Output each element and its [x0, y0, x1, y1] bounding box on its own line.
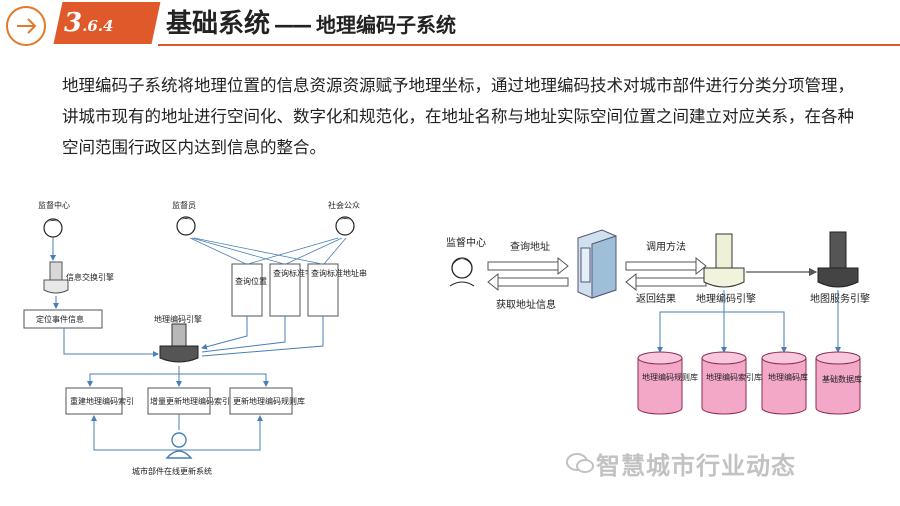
right-geocode-engine-label: 地理编码引擎 — [696, 292, 756, 305]
right-geocode-diagram: 监督中心 查询地址 获取地址信息 调用方法 返回结果 地理编码引擎 — [446, 229, 870, 415]
section-number: 3.6.4 — [64, 8, 154, 40]
description-text: 地理编码子系统将地理位置的信息资源资源赋予地理坐标，通过地理编码技术对城市部件进… — [62, 76, 854, 157]
query-position-label: 查询位置 — [235, 276, 267, 286]
title-dash: —— — [274, 13, 312, 37]
query-standard-address-label: 查询标准地址串 — [311, 268, 367, 278]
title-sub: 地理编码子系统 — [316, 13, 457, 37]
page-title: 基础系统——地理编码子系统 — [166, 6, 456, 42]
database-icon — [761, 351, 807, 415]
get-address-info-label: 获取地址信息 — [496, 298, 556, 311]
db-index-label: 地理编码索引库 — [706, 372, 762, 382]
database-icon — [815, 351, 861, 415]
public-person-icon — [335, 216, 355, 236]
arrow-right-icon — [17, 18, 37, 34]
db-geocode-label: 地理编码库 — [768, 372, 808, 382]
return-result-label: 返回结果 — [636, 292, 676, 305]
left-public-label: 社会公众 — [328, 200, 360, 210]
right-supervision-center-label: 监督中心 — [446, 236, 486, 249]
map-service-engine-icon — [817, 231, 859, 288]
description-paragraph: 地理编码子系统将地理位置的信息资源资源赋予地理坐标，通过地理编码技术对城市部件进… — [62, 70, 862, 163]
map-service-engine-label: 地图服务引擎 — [810, 292, 870, 305]
query-standard-string-box — [269, 263, 301, 317]
update-rules-label: 更新地理编码规则库 — [233, 396, 305, 406]
left-supervision-center-label: 监督中心 — [38, 200, 70, 210]
db-rules-label: 地理编码规则库 — [642, 372, 698, 382]
database-icon — [637, 351, 683, 415]
database-icon — [701, 351, 747, 415]
rebuild-index-box — [65, 387, 123, 415]
left-geocode-diagram: 监督中心 监督员 社会公众 信息交换引擎 定位事件信息 查询位置 查询标准字符串… — [23, 200, 367, 476]
header-underline — [158, 44, 900, 46]
section-number-major: 3 — [64, 8, 83, 38]
incremental-update-label: 增量更新地理编码索引 — [150, 396, 230, 406]
call-method-arrow — [625, 256, 707, 276]
supervisor-person-icon — [176, 216, 196, 236]
exchange-engine-icon — [43, 261, 69, 294]
locate-event-box — [23, 309, 103, 329]
return-result-arrow — [625, 272, 707, 292]
online-update-system-label: 城市部件在线更新系统 — [132, 466, 212, 476]
right-geocode-engine-icon — [703, 233, 745, 288]
query-address-arrow — [487, 256, 569, 276]
left-geocode-engine-label: 地理编码引擎 — [154, 314, 202, 324]
query-standard-string-label: 查询标准字符串 — [273, 268, 329, 278]
exchange-engine-label: 信息交换引擎 — [66, 272, 114, 282]
rebuild-index-label: 重建地理编码索引 — [70, 396, 134, 406]
locate-event-label: 定位事件信息 — [36, 314, 84, 324]
call-method-label: 调用方法 — [646, 240, 686, 253]
query-address-label: 查询地址 — [510, 240, 550, 253]
watermark-text: 智慧城市行业动态 — [596, 452, 796, 480]
incremental-update-box — [147, 387, 211, 415]
right-supervision-person-icon — [449, 257, 475, 287]
header-arrow-circle — [6, 6, 46, 46]
get-address-info-arrow — [487, 272, 569, 292]
title-main: 基础系统 — [166, 9, 271, 39]
geocode-engine-icon — [159, 323, 199, 363]
left-supervisor-label: 监督员 — [172, 200, 196, 210]
wechat-icon — [566, 453, 594, 473]
db-base-label: 基础数据库 — [822, 374, 862, 384]
section-number-minor: .6.4 — [82, 17, 114, 35]
online-update-person-icon — [165, 432, 193, 459]
server-icon — [577, 229, 617, 299]
update-rules-box — [229, 387, 293, 415]
supervision-center-person-icon — [43, 218, 63, 238]
query-position-box — [231, 263, 263, 317]
